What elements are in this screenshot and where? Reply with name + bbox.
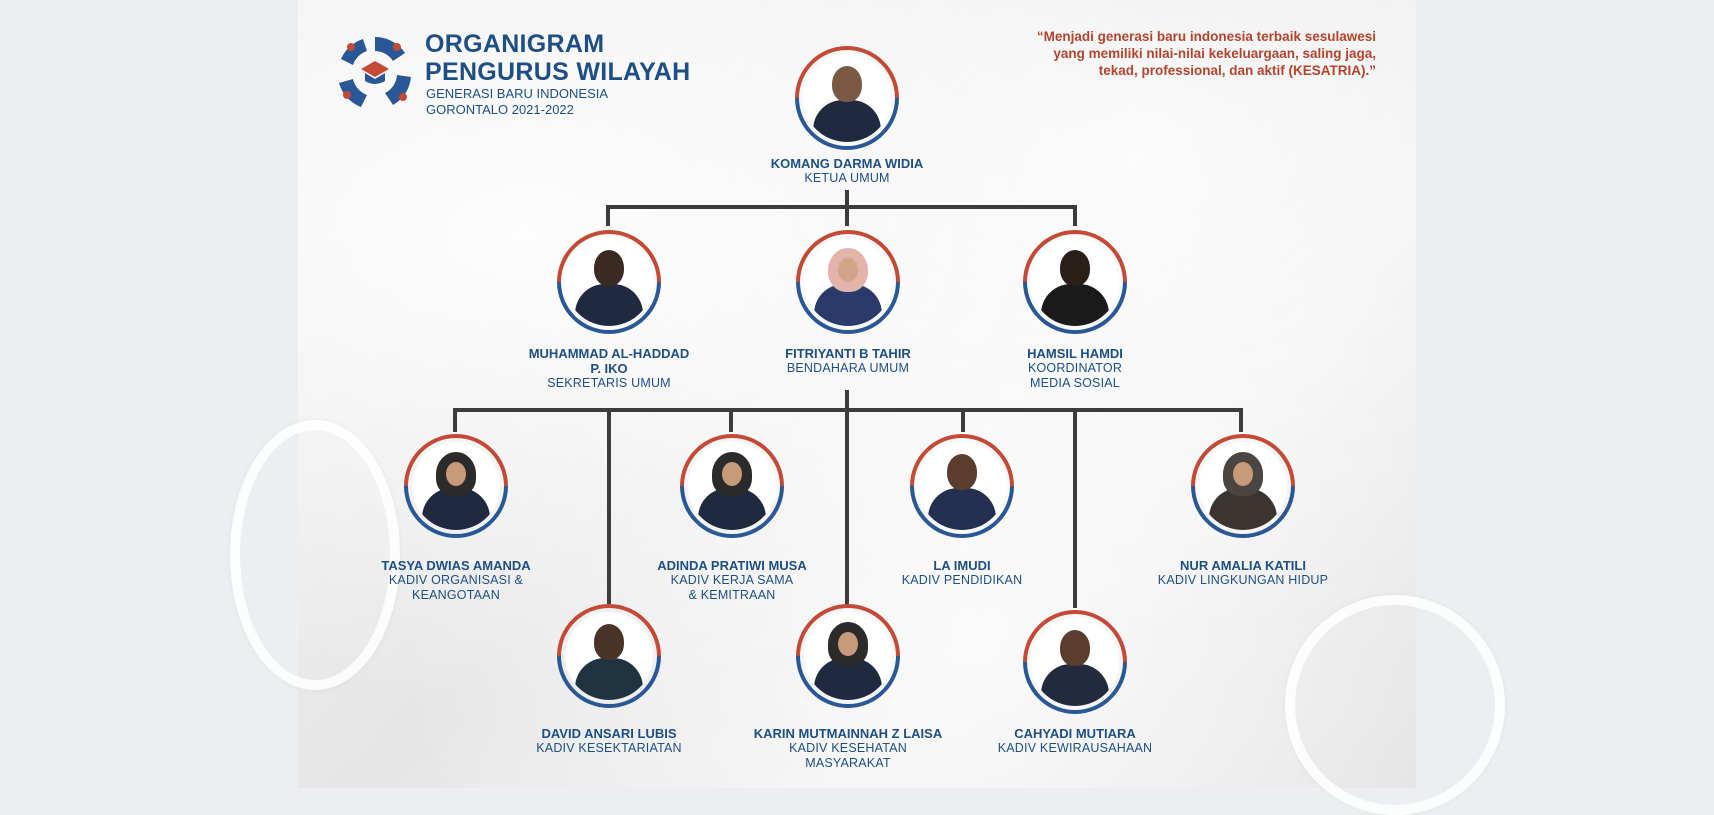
profile-photo bbox=[774, 208, 922, 356]
quote-line3: tekad, professional, dan aktif (KESATRIA… bbox=[1098, 63, 1376, 78]
quote-line1: “Menjadi generasi baru indonesia terbaik… bbox=[1036, 29, 1376, 44]
profile-photo bbox=[382, 412, 530, 560]
member-role-line2: MASYARAKAT bbox=[805, 756, 891, 770]
decorative-ring-left bbox=[230, 420, 400, 690]
member-name: HAMSIL HAMDI bbox=[1027, 346, 1123, 361]
profile-photo bbox=[1001, 588, 1149, 736]
member-kadiv-kesektariatan: DAVID ANSARI LUBIS KADIV KESEKTARIATAN bbox=[509, 582, 709, 756]
subtitle-line2: GORONTALO 2021-2022 bbox=[426, 102, 574, 117]
member-kadiv-pendidikan: LA IMUDI KADIV PENDIDIKAN bbox=[862, 412, 1062, 588]
vision-quote: “Menjadi generasi baru indonesia terbaik… bbox=[956, 28, 1376, 79]
member-name: NUR AMALIA KATILI bbox=[1180, 558, 1306, 573]
member-name: KOMANG DARMA WIDIA bbox=[770, 156, 924, 171]
member-kadiv-kesehatan: KARIN MUTMAINNAH Z LAISA KADIV KESEHATAN… bbox=[748, 582, 948, 771]
member-name: LA IMUDI bbox=[933, 558, 991, 573]
member-role-line1: KADIV ORGANISASI & bbox=[388, 573, 524, 587]
member-kadiv-lingkungan: NUR AMALIA KATILI KADIV LINGKUNGAN HIDUP bbox=[1143, 412, 1343, 588]
member-role: KADIV PENDIDIKAN bbox=[901, 573, 1023, 587]
member-role: BENDAHARA UMUM bbox=[786, 361, 910, 375]
member-kadiv-organisasi: TASYA DWIAS AMANDA KADIV ORGANISASI & KE… bbox=[356, 412, 556, 603]
member-kadiv-kerja-sama: ADINDA PRATIWI MUSA KADIV KERJA SAMA & K… bbox=[632, 412, 832, 603]
chart-title-line1: ORGANIGRAM bbox=[425, 30, 605, 58]
member-role-line1: KOORDINATOR bbox=[1027, 361, 1123, 375]
member-role-line1: KADIV KERJA SAMA bbox=[670, 573, 794, 587]
profile-photo bbox=[773, 24, 921, 172]
member-name: CAHYADI MUTIARA bbox=[1014, 726, 1136, 741]
member-role-line1: KADIV KESEHATAN bbox=[789, 741, 907, 755]
member-bendahara-umum: FITRIYANTI B TAHIR BENDAHARA UMUM bbox=[748, 208, 948, 376]
member-sekretaris-umum: MUHAMMAD AL-HADDAD P. IKO SEKRETARIS UMU… bbox=[509, 208, 709, 391]
member-role: KADIV LINGKUNGAN HIDUP bbox=[1157, 573, 1329, 587]
member-name-line1: MUHAMMAD AL-HADDAD bbox=[528, 346, 690, 361]
profile-photo bbox=[774, 582, 922, 730]
profile-photo bbox=[1001, 208, 1149, 356]
member-role: KADIV KESEKTARIATAN bbox=[536, 741, 682, 755]
member-role: SEKRETARIS UMUM bbox=[547, 376, 671, 390]
profile-photo bbox=[535, 582, 683, 730]
org-connector-lines bbox=[453, 190, 1243, 608]
member-koordinator-medsos: HAMSIL HAMDI KOORDINATOR MEDIA SOSIAL bbox=[975, 208, 1175, 391]
profile-photo bbox=[1169, 412, 1317, 560]
profile-photo bbox=[658, 412, 806, 560]
member-role-line2: MEDIA SOSIAL bbox=[1030, 376, 1120, 390]
subtitle-line1: GENERASI BARU INDONESIA bbox=[426, 86, 609, 101]
member-name: DAVID ANSARI LUBIS bbox=[541, 726, 677, 741]
member-name: TASYA DWIAS AMANDA bbox=[381, 558, 531, 573]
member-role-line2: KEANGOTAAN bbox=[412, 588, 500, 602]
member-role-line2: & KEMITRAAN bbox=[688, 588, 776, 602]
member-name: KARIN MUTMAINNAH Z LAISA bbox=[753, 726, 943, 741]
quote-line2: yang memiliki nilai-nilai kekeluargaan, … bbox=[1053, 46, 1376, 61]
profile-photo bbox=[535, 208, 683, 356]
profile-photo bbox=[888, 412, 1036, 560]
member-kadiv-kewirausahaan: CAHYADI MUTIARA KADIV KEWIRAUSAHAAN bbox=[975, 588, 1175, 756]
member-role: KADIV KEWIRAUSAHAAN bbox=[997, 741, 1153, 755]
member-name: ADINDA PRATIWI MUSA bbox=[657, 558, 807, 573]
chart-title-line2: PENGURUS WILAYAH bbox=[425, 58, 691, 86]
member-name: FITRIYANTI B TAHIR bbox=[785, 346, 911, 361]
member-role: KETUA UMUM bbox=[804, 171, 890, 185]
gbi-logo-icon bbox=[339, 36, 411, 107]
member-name-line2: P. IKO bbox=[590, 361, 628, 376]
member-ketua-umum: KOMANG DARMA WIDIA KETUA UMUM bbox=[747, 24, 947, 186]
